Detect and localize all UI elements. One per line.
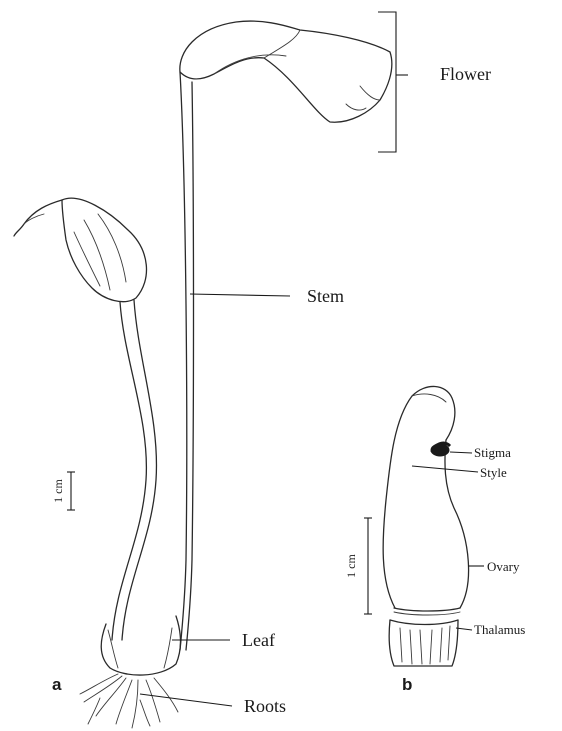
label-ovary: Ovary [487, 559, 520, 574]
stigma-pointer [450, 452, 472, 453]
label-flower: Flower [440, 64, 491, 84]
figure-a: 1 cm Flower Stem Leaf Roots a [14, 12, 491, 728]
label-thalamus: Thalamus [474, 622, 525, 637]
label-roots: Roots [244, 696, 286, 716]
bud-drawing [14, 198, 156, 640]
panel-label-b: b [402, 675, 412, 694]
pistil-drawing [383, 386, 468, 615]
figure-b: 1 cm Stigma Style Ovary Thalamus b [344, 386, 525, 694]
panel-label-a: a [52, 675, 62, 694]
label-leaf: Leaf [242, 630, 275, 650]
scale-label-b: 1 cm [344, 554, 358, 578]
scale-bar-a: 1 cm [51, 472, 75, 510]
stem-pointer [190, 294, 290, 296]
flower-bracket [378, 12, 408, 152]
scale-bar-b: 1 cm [344, 518, 372, 614]
label-stem: Stem [307, 286, 344, 306]
thalamus-drawing [389, 620, 458, 666]
scale-label-a: 1 cm [51, 479, 65, 503]
label-stigma: Stigma [474, 445, 511, 460]
stem-drawing [180, 72, 194, 650]
roots-pointer [140, 694, 232, 706]
roots-drawing [80, 674, 178, 728]
label-style: Style [480, 465, 507, 480]
flower-drawing [180, 21, 392, 122]
